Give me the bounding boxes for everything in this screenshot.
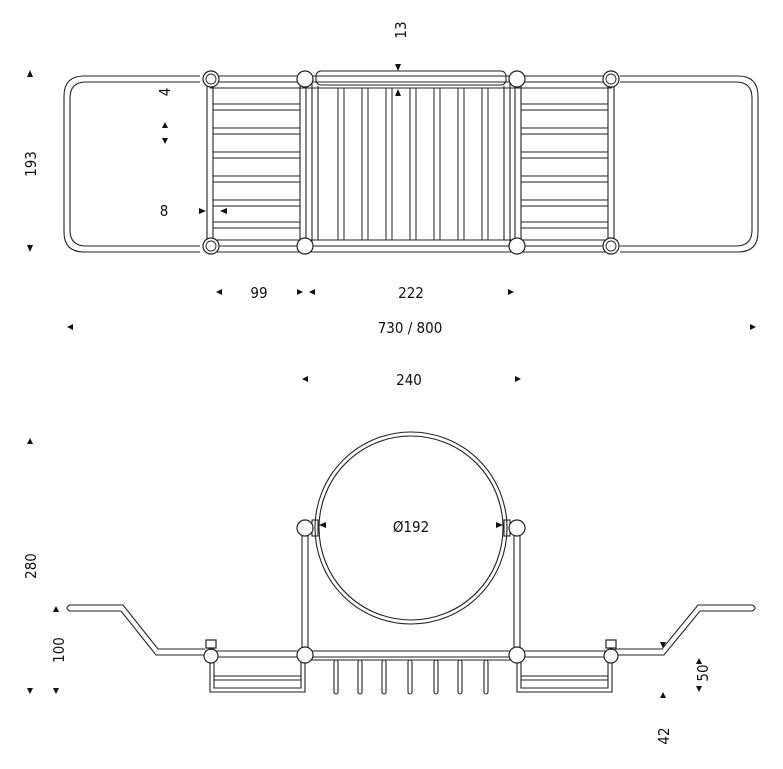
- front-view-knobs: [203, 519, 619, 664]
- front-crossbar: [205, 650, 615, 661]
- dim-rod-spacing: 4: [156, 88, 174, 97]
- right-tray: [514, 78, 615, 250]
- left-tray: [206, 78, 307, 250]
- mirror-uprights: [301, 536, 521, 654]
- front-view-dimension-arrows: [27, 376, 702, 698]
- dim-height: 193: [22, 151, 40, 177]
- dim-center-tray: 222: [398, 284, 424, 302]
- dim-overall: 730 / 800: [378, 319, 443, 337]
- left-extension-arm: [63, 75, 200, 253]
- right-arm-profile: [615, 604, 756, 656]
- dim-arm-height: 100: [50, 637, 68, 663]
- dim-basket-depth: 50: [694, 664, 712, 681]
- front-side-trays: [209, 660, 613, 693]
- left-arm-profile: [66, 604, 205, 656]
- dim-gap-top: 13: [392, 21, 410, 38]
- top-view-knobs: [202, 70, 620, 255]
- basket-prongs: [333, 659, 489, 695]
- dim-total-height: 280: [22, 553, 40, 579]
- right-extension-arm: [620, 75, 759, 253]
- top-view: 13 4 193 8 99 222 730 / 800: [22, 21, 759, 337]
- dim-mirror-frame: 240: [396, 371, 422, 389]
- dim-side-tray: 99: [250, 284, 267, 302]
- front-view: 240 Ø192 280 100 50 42: [22, 371, 756, 745]
- dim-mirror-diameter: Ø192: [393, 518, 429, 536]
- center-tray: [311, 70, 511, 244]
- top-view-dimension-arrows: [27, 64, 756, 330]
- main-rails: [210, 75, 612, 253]
- mirror: [311, 431, 511, 625]
- dim-tray-depth: 42: [655, 727, 673, 744]
- dim-rod-offset: 8: [160, 202, 169, 220]
